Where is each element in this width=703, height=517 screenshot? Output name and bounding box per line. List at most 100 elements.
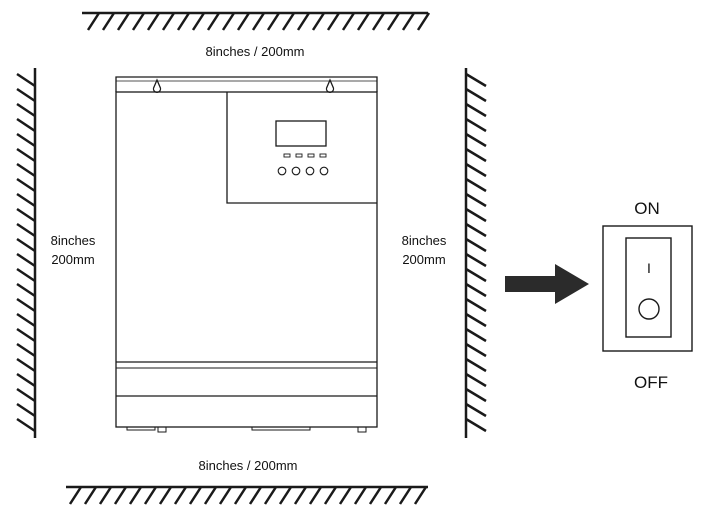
bottom-clearance-label: 8inches / 200mm bbox=[199, 458, 298, 473]
bottom-floor-hatch bbox=[66, 485, 428, 505]
control-panel bbox=[226, 92, 377, 204]
hatch-mark bbox=[236, 12, 251, 31]
hatch-mark bbox=[465, 342, 487, 358]
hatch-mark bbox=[146, 12, 161, 31]
hatch-mark bbox=[371, 12, 386, 31]
hatch-mark bbox=[465, 372, 487, 388]
hatch-mark bbox=[16, 402, 36, 418]
hatch-mark bbox=[116, 12, 131, 31]
right-arrow-icon bbox=[505, 264, 589, 304]
hatch-mark bbox=[16, 177, 36, 193]
hatch-mark bbox=[83, 486, 98, 505]
hatch-mark bbox=[251, 12, 266, 31]
hatch-mark bbox=[16, 207, 36, 223]
hatch-mark bbox=[86, 12, 101, 31]
mounting-hole-right-icon bbox=[325, 78, 335, 93]
hatch-mark bbox=[188, 486, 203, 505]
hatch-mark bbox=[465, 72, 487, 88]
hatch-mark bbox=[465, 162, 487, 178]
mounting-hole-left-icon bbox=[152, 78, 162, 93]
hatch-mark bbox=[203, 486, 218, 505]
right-clearance-mm: 200mm bbox=[402, 252, 445, 267]
hatch-mark bbox=[233, 486, 248, 505]
switch-housing bbox=[602, 225, 693, 352]
switch-rocker bbox=[625, 237, 672, 338]
hatch-mark bbox=[16, 192, 36, 208]
hatch-mark bbox=[323, 486, 338, 505]
hatch-mark bbox=[281, 12, 296, 31]
hatch-mark bbox=[16, 147, 36, 163]
hatch-mark bbox=[311, 12, 326, 31]
hatch-mark bbox=[16, 72, 36, 88]
hatch-mark bbox=[113, 486, 128, 505]
hatch-mark bbox=[176, 12, 191, 31]
hatch-mark bbox=[398, 486, 413, 505]
hatch-mark bbox=[465, 417, 487, 433]
hatch-mark bbox=[173, 486, 188, 505]
hatch-mark bbox=[16, 222, 36, 238]
switch-on-label: ON bbox=[634, 199, 660, 218]
hatch-mark bbox=[161, 12, 176, 31]
hatch-mark bbox=[16, 117, 36, 133]
hatch-mark bbox=[16, 327, 36, 343]
left-clearance-mm: 200mm bbox=[51, 252, 94, 267]
hatch-mark bbox=[278, 486, 293, 505]
hatch-mark bbox=[326, 12, 341, 31]
hatch-mark bbox=[68, 486, 83, 505]
hatch-mark bbox=[293, 486, 308, 505]
switch-on-symbol: I bbox=[647, 260, 651, 276]
hatch-mark bbox=[465, 297, 487, 313]
hatch-mark bbox=[465, 387, 487, 403]
hatch-mark bbox=[465, 402, 487, 418]
hatch-mark bbox=[16, 312, 36, 328]
hatch-mark bbox=[98, 486, 113, 505]
hatch-mark bbox=[413, 486, 428, 505]
lcd-display bbox=[275, 120, 327, 147]
hatch-mark bbox=[465, 312, 487, 328]
mounting-bracket bbox=[115, 76, 378, 92]
hatch-mark bbox=[353, 486, 368, 505]
hatch-mark bbox=[16, 282, 36, 298]
hatch-mark bbox=[465, 102, 487, 118]
top-wall-hatch bbox=[82, 11, 431, 31]
hatch-mark bbox=[16, 342, 36, 358]
hatch-mark bbox=[263, 486, 278, 505]
hatch-mark bbox=[308, 486, 323, 505]
hatch-mark bbox=[221, 12, 236, 31]
right-wall-hatch bbox=[464, 68, 487, 438]
hatch-mark bbox=[128, 486, 143, 505]
hatch-mark bbox=[465, 267, 487, 283]
hatch-mark bbox=[143, 486, 158, 505]
hatch-mark bbox=[465, 237, 487, 253]
hatch-mark bbox=[465, 147, 487, 163]
hatch-mark bbox=[16, 297, 36, 313]
hatch-mark bbox=[16, 237, 36, 253]
hatch-mark bbox=[465, 192, 487, 208]
hatch-mark bbox=[338, 486, 353, 505]
switch-off-symbol-icon bbox=[638, 298, 660, 320]
hatch-mark bbox=[16, 132, 36, 148]
hatch-mark bbox=[356, 12, 371, 31]
hatch-mark bbox=[191, 12, 206, 31]
base-connectors bbox=[126, 426, 367, 433]
hatch-mark bbox=[386, 12, 401, 31]
inverter-unit bbox=[115, 76, 378, 433]
hatch-mark bbox=[16, 87, 36, 103]
hatch-mark bbox=[401, 12, 416, 31]
hatch-mark bbox=[383, 486, 398, 505]
hatch-mark bbox=[16, 417, 36, 433]
hatch-mark bbox=[465, 87, 487, 103]
inverter-body bbox=[115, 91, 378, 428]
hatch-mark bbox=[465, 132, 487, 148]
hatch-mark bbox=[465, 117, 487, 133]
hatch-mark bbox=[465, 177, 487, 193]
hatch-mark bbox=[16, 267, 36, 283]
left-clearance-inches: 8inches bbox=[51, 233, 96, 248]
hatch-mark bbox=[465, 252, 487, 268]
hatch-mark bbox=[368, 486, 383, 505]
hatch-mark bbox=[465, 327, 487, 343]
hatch-mark bbox=[248, 486, 263, 505]
left-wall-hatch bbox=[16, 68, 37, 438]
hatch-mark bbox=[465, 357, 487, 373]
